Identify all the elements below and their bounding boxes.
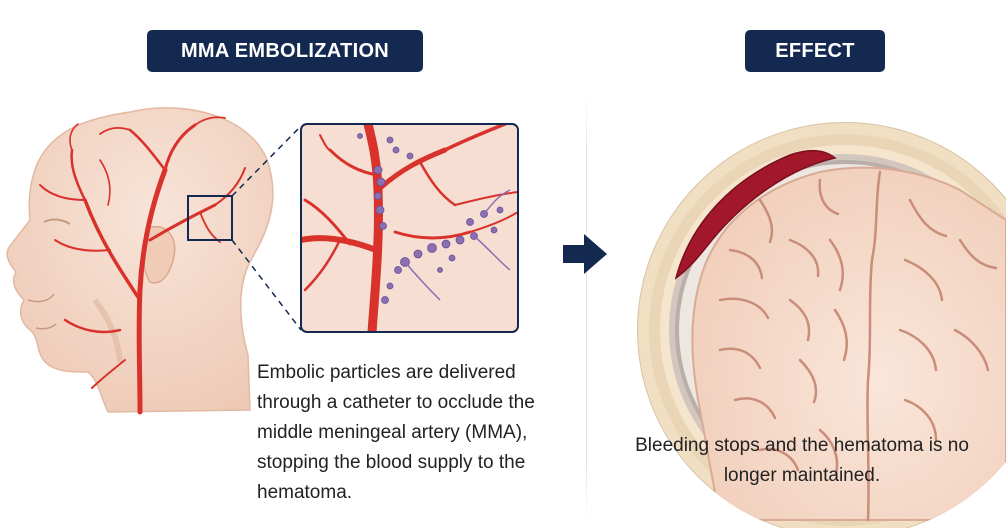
effect-title: EFFECT: [745, 30, 885, 72]
right-arrow-icon: [563, 234, 607, 274]
mma-embolization-title: MMA EMBOLIZATION: [147, 30, 423, 72]
right-caption: Bleeding stops and the hematoma is no lo…: [635, 435, 969, 486]
brain-cross-section-illustration: [637, 122, 1006, 528]
head-profile-illustration: [6, 107, 302, 415]
left-caption: Embolic particles are delivered through …: [257, 362, 535, 503]
zoom-inset-illustration: [300, 123, 519, 333]
panel-divider: [586, 92, 587, 522]
